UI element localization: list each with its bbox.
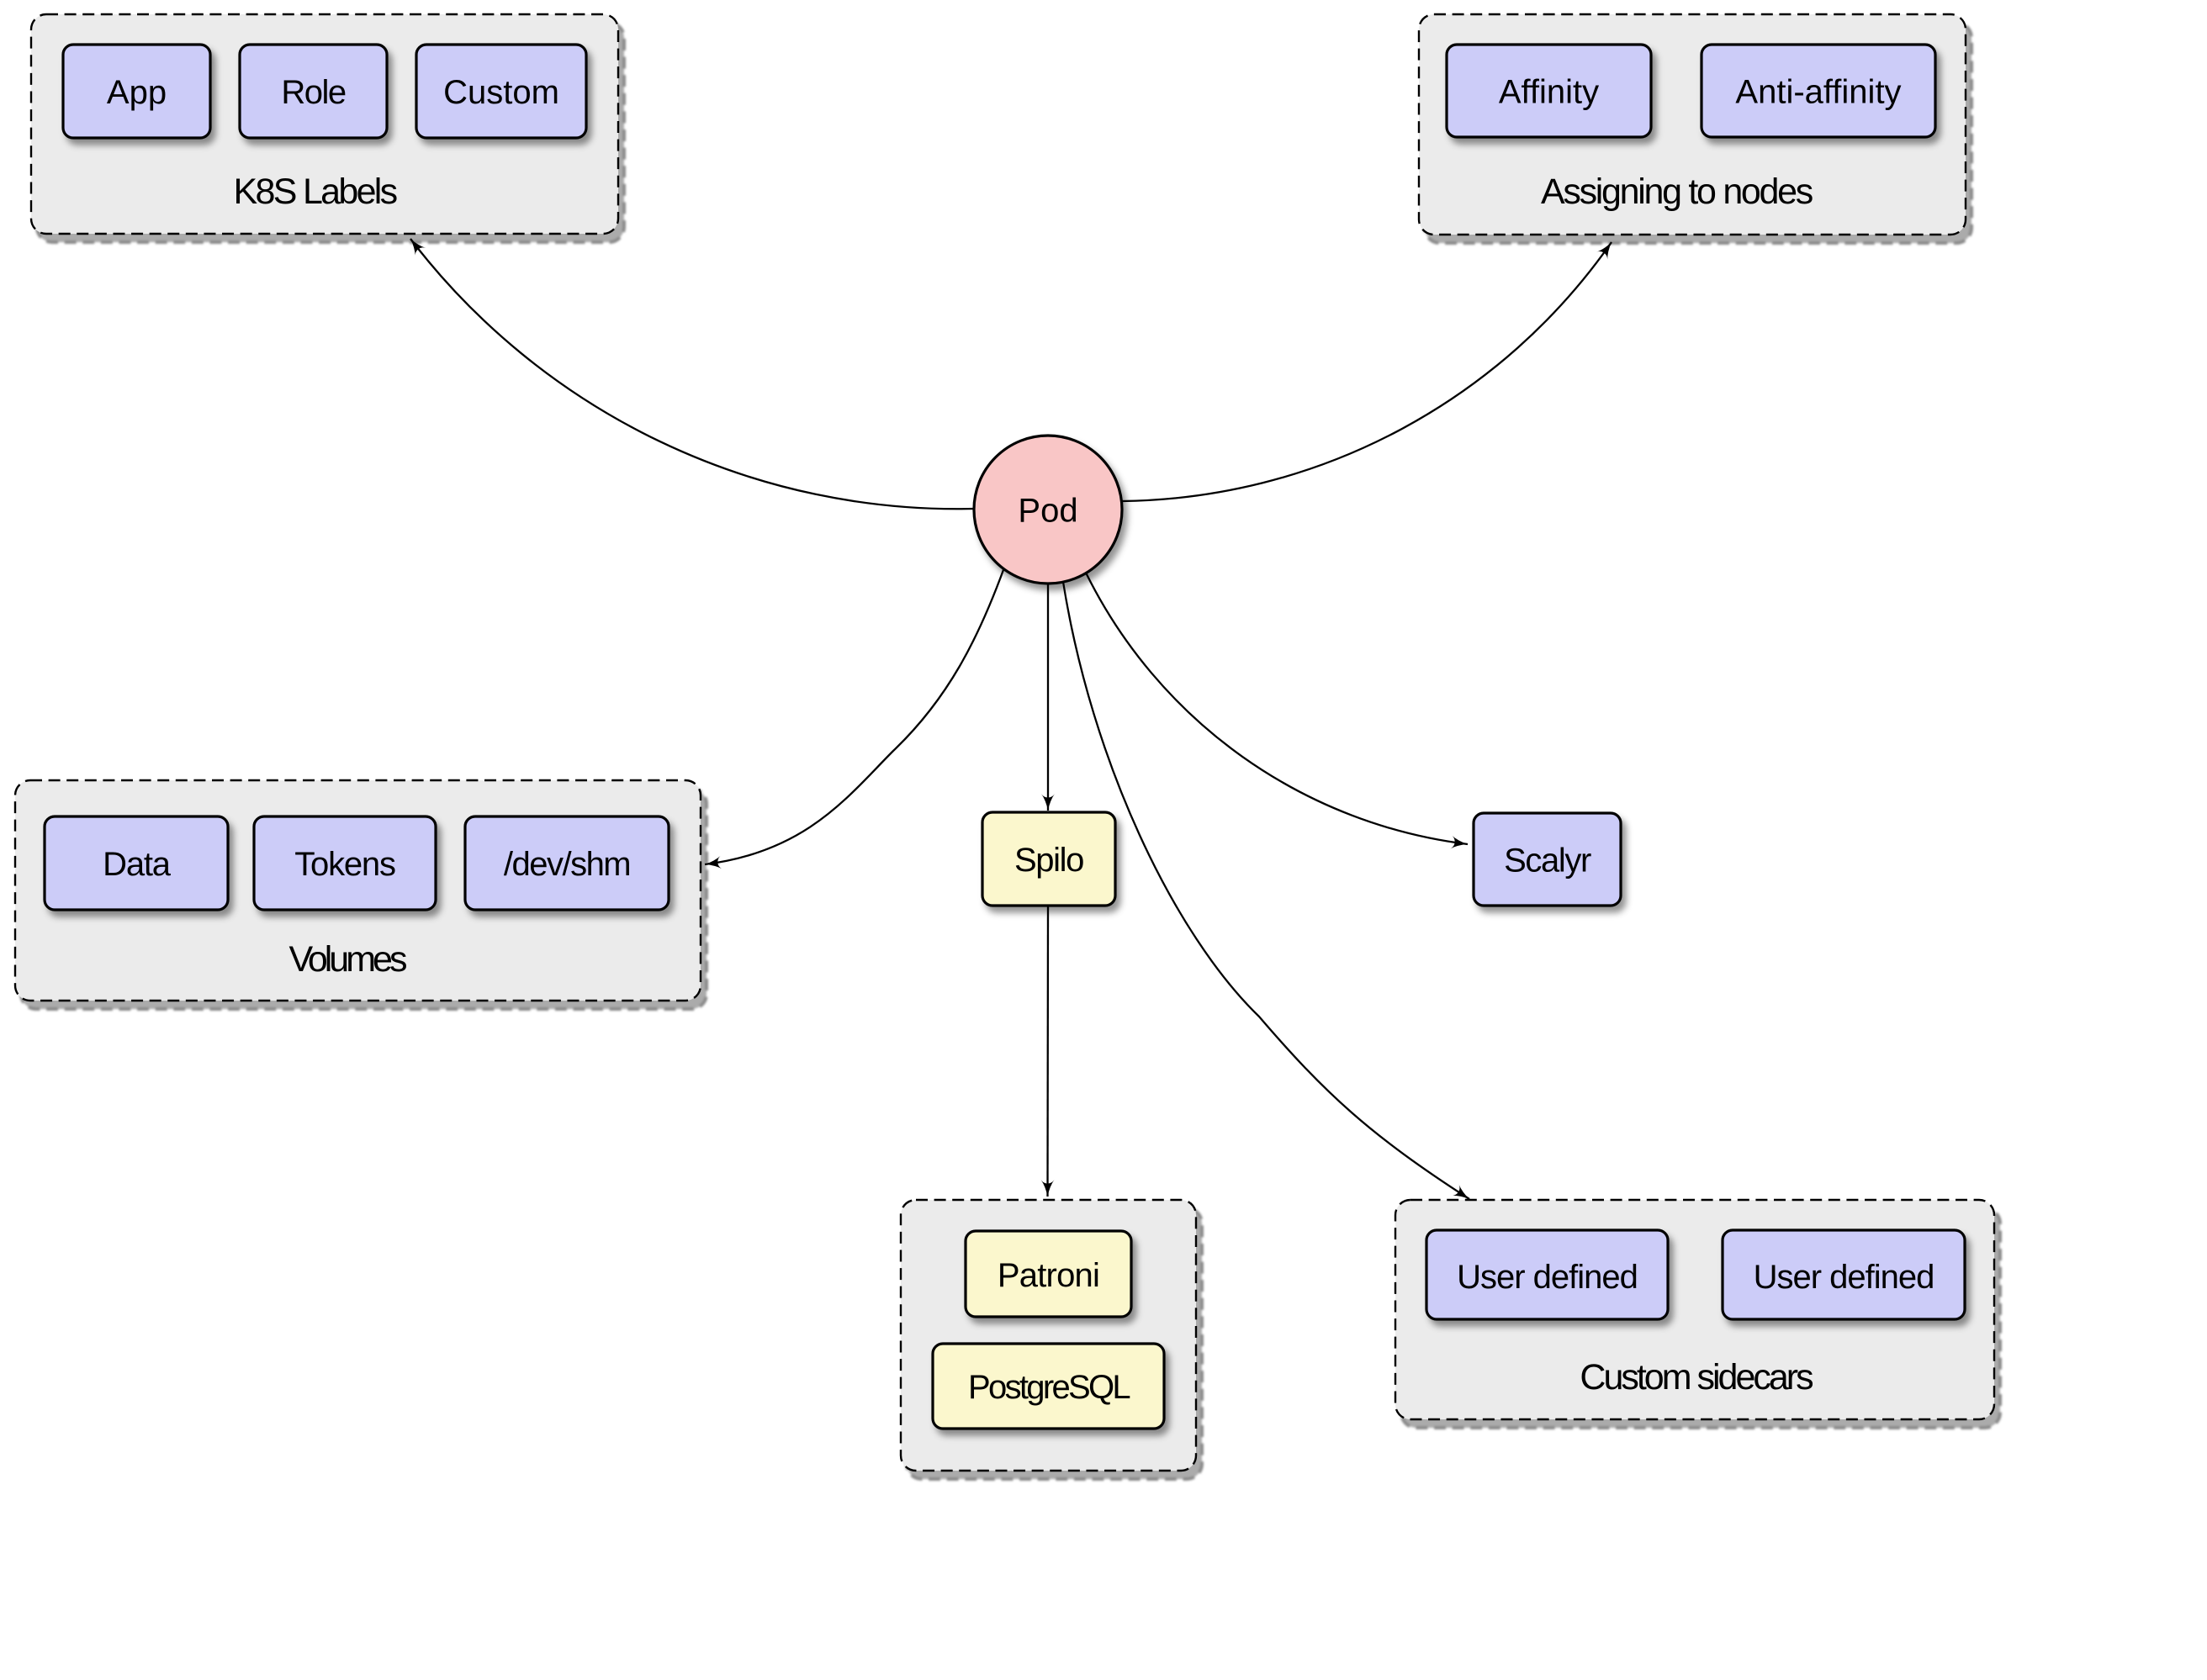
svg-text:Spilo: Spilo — [1014, 842, 1083, 879]
svg-text:Pod: Pod — [1018, 493, 1077, 530]
svg-text:User defined: User defined — [1754, 1259, 1934, 1296]
svg-text:Affinity: Affinity — [1499, 74, 1599, 111]
svg-text:Tokens: Tokens — [294, 846, 395, 883]
svg-text:Role: Role — [281, 74, 346, 111]
svg-text:Custom sidecars: Custom sidecars — [1580, 1357, 1813, 1397]
svg-text:Custom: Custom — [443, 74, 559, 111]
svg-text:K8S Labels: K8S Labels — [234, 172, 397, 212]
svg-text:Patroni: Patroni — [998, 1257, 1099, 1294]
svg-text:Assigning to nodes: Assigning to nodes — [1541, 172, 1813, 212]
svg-text:Data: Data — [103, 846, 172, 883]
svg-text:App: App — [107, 74, 167, 111]
svg-text:PostgreSQL: PostgreSQL — [968, 1369, 1130, 1406]
svg-text:User defined: User defined — [1457, 1259, 1638, 1296]
svg-text:/dev/shm: /dev/shm — [504, 846, 630, 883]
svg-text:Scalyr: Scalyr — [1504, 843, 1591, 880]
svg-text:Anti-affinity: Anti-affinity — [1735, 74, 1901, 111]
svg-text:Volumes: Volumes — [289, 939, 406, 980]
